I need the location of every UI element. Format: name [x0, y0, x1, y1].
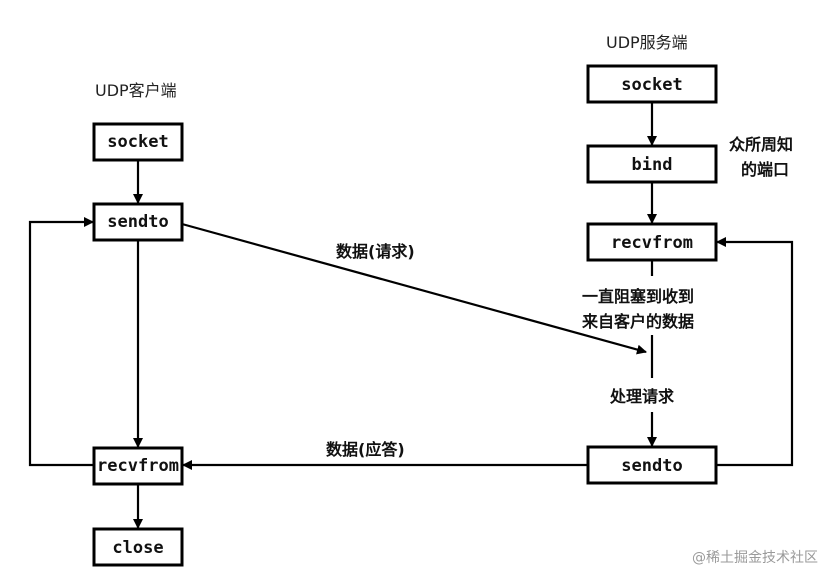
server-title: UDP服务端	[606, 33, 688, 52]
block-note-line2: 来自客户的数据	[581, 312, 694, 331]
block-note-line1: 一直阻塞到收到	[582, 287, 694, 306]
response-label: 数据(应答)	[326, 440, 405, 459]
client-title: UDP客户端	[95, 81, 177, 100]
watermark: @稀土掘金技术社区	[692, 550, 818, 566]
client-close-label: close	[112, 538, 163, 558]
server-socket-label: socket	[621, 75, 682, 95]
client-recvfrom-label: recvfrom	[97, 456, 179, 476]
bind-note-line1: 众所周知	[729, 135, 793, 154]
client-close-box	[92, 527, 184, 567]
request-label: 数据(请求)	[336, 242, 415, 261]
client-socket-label: socket	[107, 132, 168, 152]
server-recvfrom-label: recvfrom	[611, 233, 693, 253]
server-sendto-label: sendto	[621, 456, 682, 476]
server-bind-label: bind	[632, 155, 673, 175]
server-loop-arrow	[716, 237, 794, 467]
server-bind-box	[586, 144, 718, 184]
request-arrow	[181, 222, 647, 355]
process-label: 处理请求	[609, 387, 675, 406]
client-sendto-label: sendto	[107, 212, 168, 232]
bind-note-line2: 的端口	[741, 160, 789, 179]
client-loop-arrow	[28, 217, 94, 467]
